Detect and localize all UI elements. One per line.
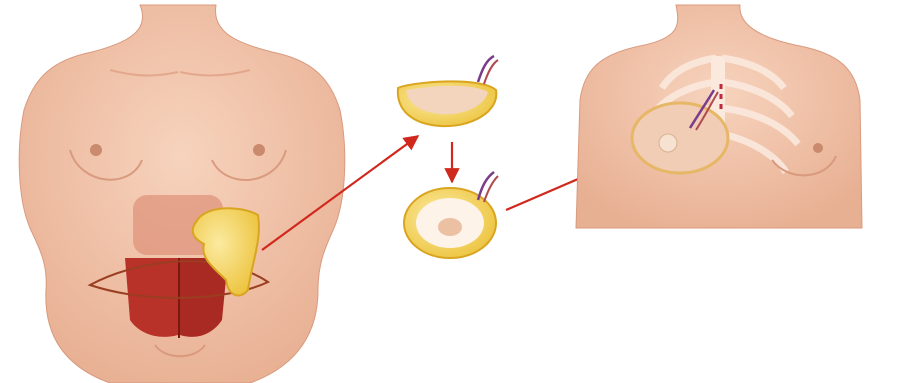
left-nipple bbox=[90, 144, 102, 156]
flap-half bbox=[398, 56, 498, 126]
right-nipple bbox=[253, 144, 265, 156]
flap-round bbox=[404, 172, 498, 258]
chest-torso bbox=[576, 5, 862, 228]
abdomen-torso bbox=[19, 5, 345, 383]
chest-flap bbox=[632, 103, 728, 173]
chest-nipple bbox=[813, 143, 823, 153]
